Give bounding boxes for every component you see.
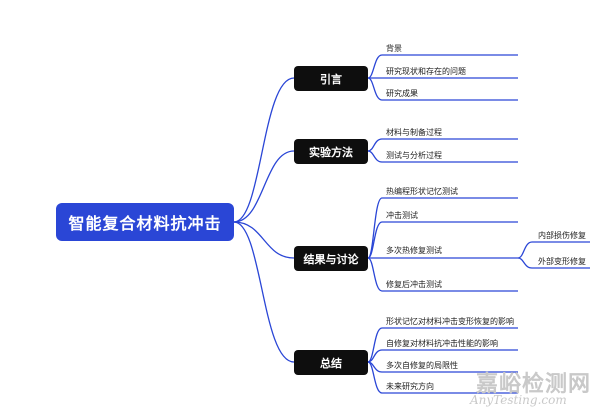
leaf-impact-test[interactable]: 冲击测试 xyxy=(386,211,418,220)
root-node[interactable]: 智能复合材料抗冲击 xyxy=(56,203,234,241)
branch-method[interactable]: 实验方法 xyxy=(294,139,368,164)
connector-root-summary xyxy=(233,221,295,363)
connector-root-results xyxy=(233,221,295,259)
leaf-internal-damage-repair[interactable]: 内部损伤修复 xyxy=(538,231,586,240)
leaf-materials-preparation[interactable]: 材料与制备过程 xyxy=(386,128,442,137)
leaf-self-repair-effect[interactable]: 自修复对材料抗冲击性能的影响 xyxy=(386,339,498,348)
leaf-future-directions[interactable]: 未来研究方向 xyxy=(386,382,434,391)
leaf-multiple-repair-test[interactable]: 多次热修复测试 xyxy=(386,246,442,255)
leaf-repair-limitations[interactable]: 多次自修复的局限性 xyxy=(386,361,458,370)
branch-results[interactable]: 结果与讨论 xyxy=(294,246,368,271)
watermark-subtext: AnyTesting.com xyxy=(470,393,567,407)
leaf-testing-analysis[interactable]: 测试与分析过程 xyxy=(386,151,442,160)
leaf-post-repair-impact-test[interactable]: 修复后冲击测试 xyxy=(386,280,442,289)
leaf-shape-memory-effect[interactable]: 形状记忆对材料冲击变形恢复的影响 xyxy=(386,317,514,326)
leaf-research-results[interactable]: 研究成果 xyxy=(386,89,418,98)
branch-intro[interactable]: 引言 xyxy=(294,66,368,91)
watermark-text: 嘉峪检测网 xyxy=(476,372,592,397)
leaf-external-deformation-repair[interactable]: 外部变形修复 xyxy=(538,257,586,266)
connector-root-intro xyxy=(233,77,295,223)
leaf-background[interactable]: 背景 xyxy=(386,44,402,53)
leaf-shape-memory-test[interactable]: 热编程形状记忆测试 xyxy=(386,187,458,196)
branch-summary[interactable]: 总结 xyxy=(294,350,368,375)
leaf-research-status[interactable]: 研究现状和存在的问题 xyxy=(386,67,466,76)
connector-root-method xyxy=(233,150,295,223)
